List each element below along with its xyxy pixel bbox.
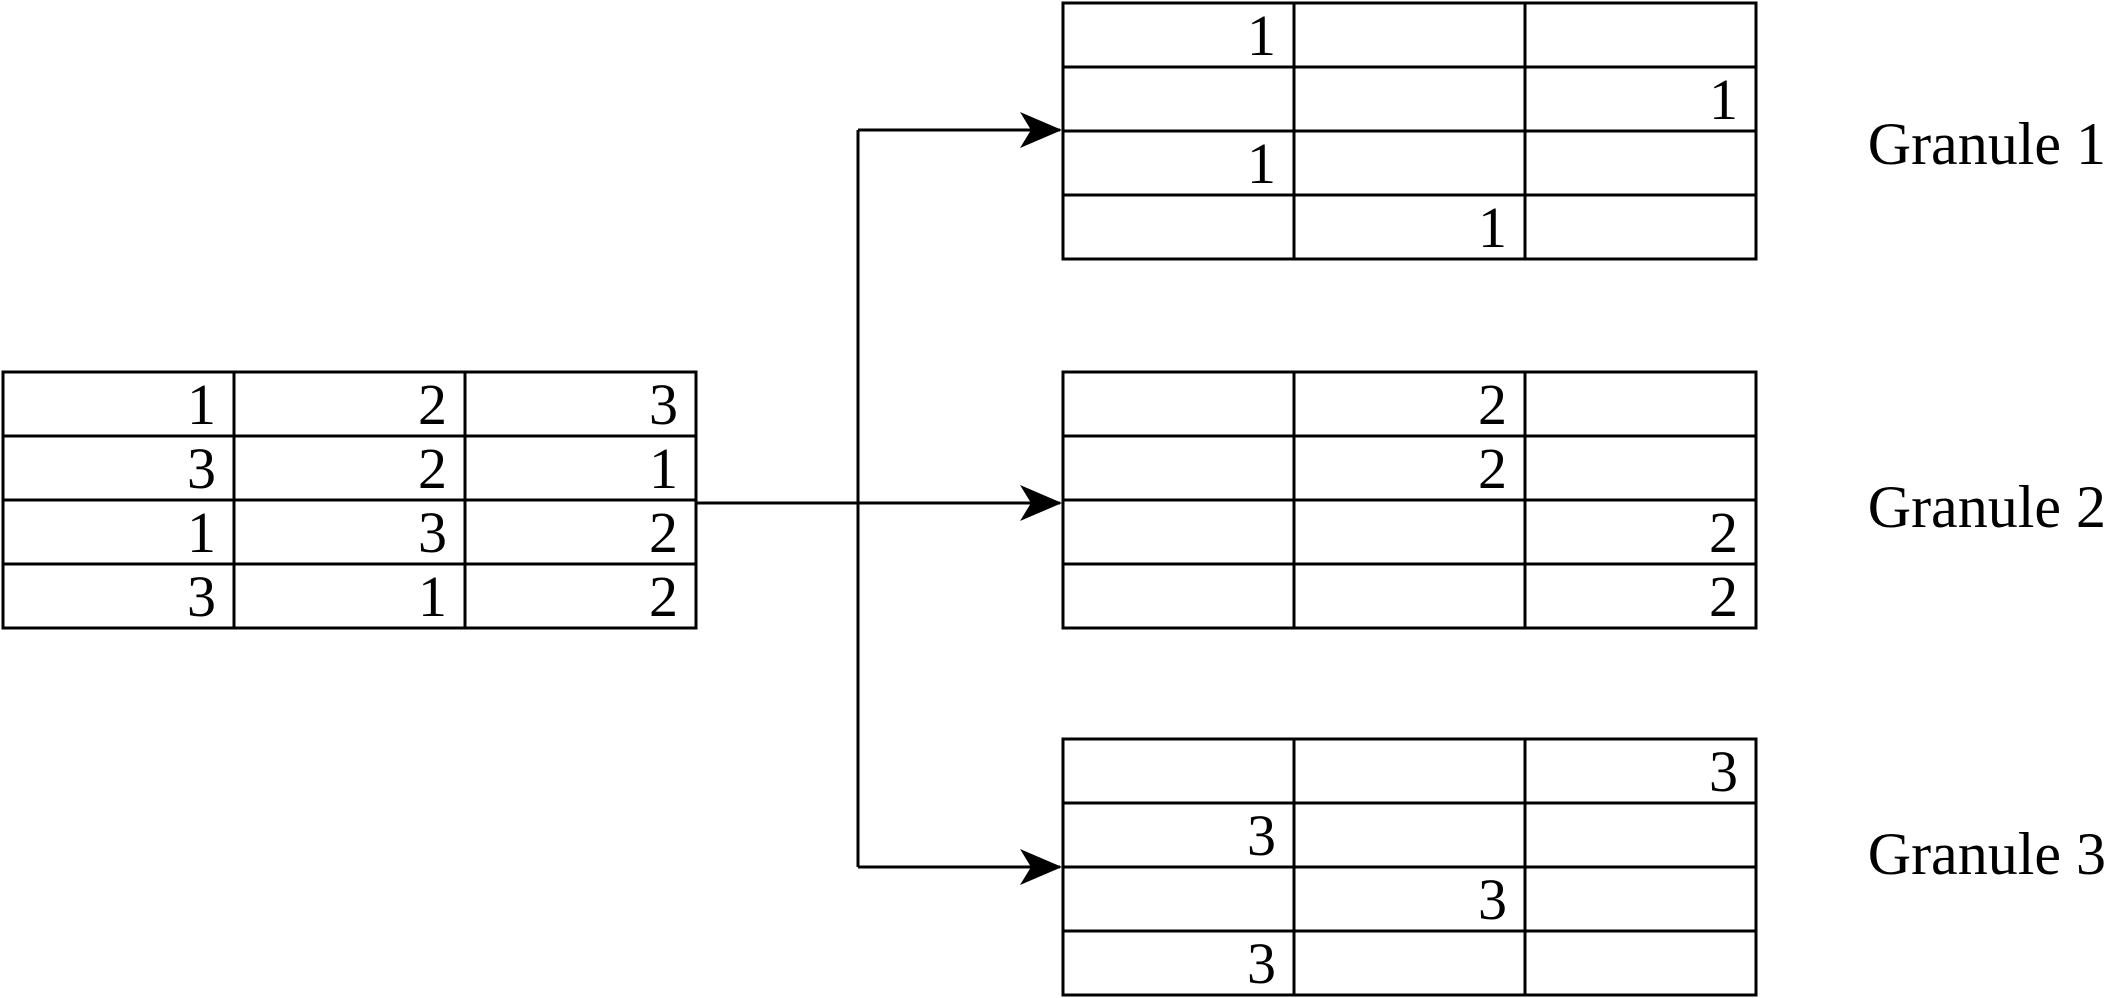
source-table-grid-cell: 3 xyxy=(187,436,216,501)
granule-3-table-cell: 3 xyxy=(1247,931,1276,996)
source-table-grid-cell: 2 xyxy=(418,372,447,437)
granule-2-label: Granule 2 xyxy=(1868,474,2106,540)
connector-lines xyxy=(696,112,1062,885)
granule-2-table-cell: 2 xyxy=(1478,372,1507,437)
source-table-grid-cell: 1 xyxy=(418,564,447,629)
arrowhead-granule-3 xyxy=(1020,849,1062,885)
granule-2-table-cell: 2 xyxy=(1709,500,1738,565)
source-table-grid-cell: 3 xyxy=(649,372,678,437)
granule-1-table-cell: 1 xyxy=(1709,67,1738,132)
granule-3-label: Granule 3 xyxy=(1868,821,2106,887)
arrowhead-granule-2 xyxy=(1020,485,1062,521)
source-table-grid-cell: 1 xyxy=(187,372,216,437)
granule-3-table-cell: 3 xyxy=(1247,803,1276,868)
granule-3-table-cell: 3 xyxy=(1478,867,1507,932)
arrowhead-granule-1 xyxy=(1020,112,1062,148)
granule-3-table: 3 3 3 3 xyxy=(1061,737,1758,997)
source-table-grid-cell: 3 xyxy=(187,564,216,629)
granule-1-label: Granule 1 xyxy=(1868,111,2106,177)
granule-labels: Granule 1 Granule 2 Granule 3 xyxy=(1868,111,2106,887)
source-table-grid-cell: 1 xyxy=(649,436,678,501)
granule-2-table-cell: 2 xyxy=(1478,436,1507,501)
source-table-grid-cell: 1 xyxy=(187,500,216,565)
granule-1-table-cell: 1 xyxy=(1478,195,1507,260)
granule-2-table-cell: 2 xyxy=(1709,564,1738,629)
granule-3-table-cell: 3 xyxy=(1709,739,1738,804)
granule-1-table-cell: 1 xyxy=(1247,131,1276,196)
source-table-grid-cell: 2 xyxy=(649,564,678,629)
source-table-grid-cell: 3 xyxy=(418,500,447,565)
granule-1-table-cell: 1 xyxy=(1247,3,1276,68)
source-table-grid-cell: 2 xyxy=(649,500,678,565)
source-table-grid-cell: 2 xyxy=(418,436,447,501)
granule-1-table: 1 1 1 1 xyxy=(1061,1,1758,261)
